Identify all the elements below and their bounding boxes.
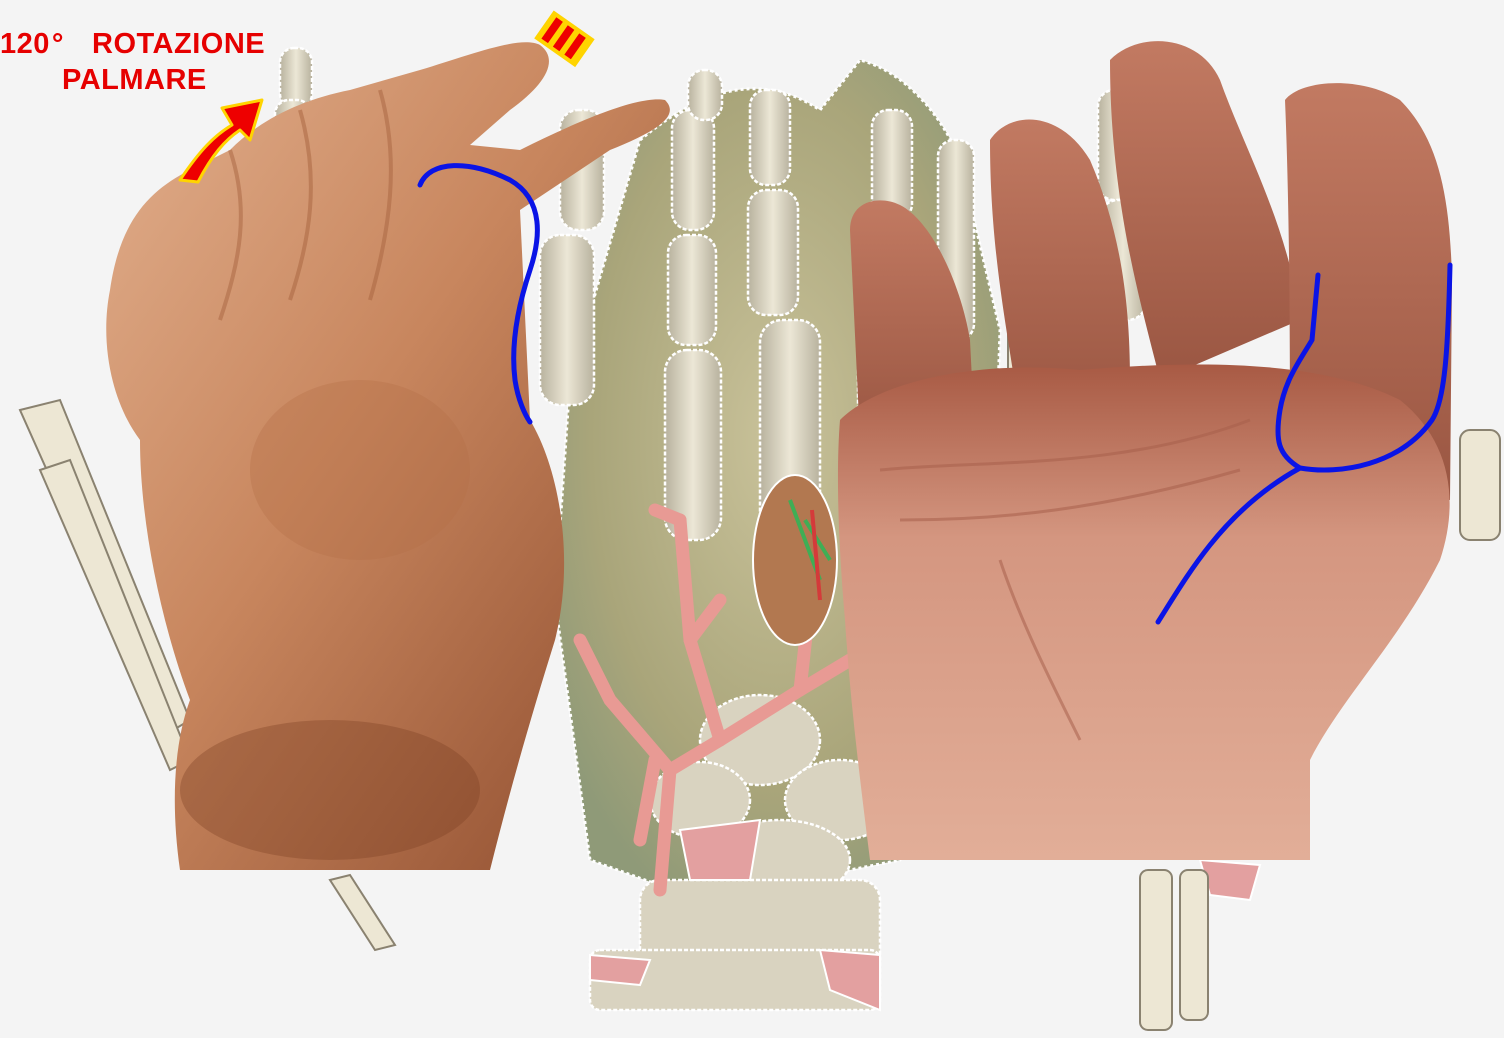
forearm-bone-left-3 bbox=[330, 875, 395, 950]
middle-proximal-phalanx bbox=[748, 190, 798, 315]
forearm-bone-right-2 bbox=[1180, 870, 1208, 1020]
forearm-bone-right-3 bbox=[1460, 430, 1500, 540]
muscle-detail bbox=[753, 475, 837, 645]
index-middle-phalanx bbox=[668, 235, 716, 345]
wrist-shadow bbox=[180, 720, 480, 860]
rotation-label-word1: ROTAZIONE bbox=[92, 28, 265, 60]
palm-body bbox=[838, 364, 1450, 860]
knuckle-shadow bbox=[250, 380, 470, 560]
rotation-angle: 120 bbox=[0, 28, 50, 60]
thumb-metacarpal-left bbox=[540, 235, 594, 405]
forearm-bone-right-1 bbox=[1140, 870, 1172, 1030]
rotation-label-line2: PALMARE bbox=[62, 62, 207, 98]
degree-symbol: ° bbox=[52, 28, 64, 60]
fingertip-bone-a bbox=[688, 70, 722, 120]
tendon-pad-1 bbox=[680, 820, 760, 880]
palm-finger-ring bbox=[1110, 41, 1300, 380]
artery-branch-3 bbox=[655, 510, 680, 520]
tendon-pad-2 bbox=[590, 955, 650, 985]
middle-distal-phalanx bbox=[750, 90, 790, 185]
index-proximal-phalanx bbox=[672, 110, 714, 230]
rotation-label-line1: 120° ROTAZIONE bbox=[0, 26, 265, 62]
